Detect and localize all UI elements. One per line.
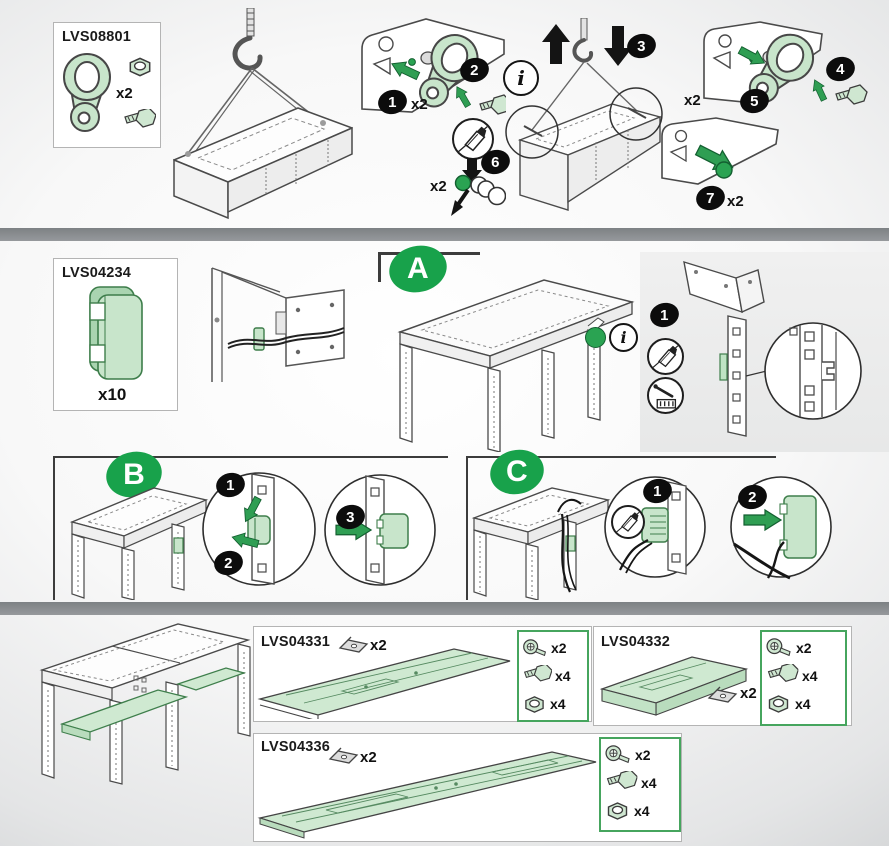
- hardware-row: x2: [765, 634, 845, 662]
- panel-a-detail: 1: [640, 252, 889, 452]
- kit-code: LVS04336: [261, 739, 331, 755]
- plate-lvs04331: [257, 648, 511, 719]
- flange-nut-icon: [765, 693, 792, 715]
- step7-panel: [661, 117, 779, 185]
- corner-panel-a: [683, 260, 771, 437]
- bracket-qty: x2: [370, 637, 387, 654]
- bracket-icon: [707, 685, 739, 705]
- frame-a-left: [378, 252, 381, 282]
- hex-bolt-icon: [522, 665, 552, 688]
- qty-steps-1-2: x2: [411, 96, 428, 113]
- double-enclosure: [39, 623, 251, 785]
- magnifier-c1: [604, 476, 706, 578]
- flange-nut-icon: [522, 694, 547, 715]
- hinge-wiring-detail: [211, 267, 345, 382]
- flange-screw-icon: [765, 637, 793, 659]
- hardware-row: x4: [765, 690, 845, 718]
- enclosure-c: [471, 487, 611, 600]
- cutter-icon: [647, 338, 684, 375]
- enclosure-a: [397, 279, 635, 452]
- hardware-row: x4: [522, 662, 587, 690]
- step45-panel: [703, 21, 868, 114]
- kit-box-lvs04234: LVS04234 x10: [53, 258, 178, 411]
- enclosure-b: [69, 487, 209, 600]
- plate-lvs04336: [257, 751, 597, 839]
- kit-code: LVS04332: [601, 634, 671, 650]
- kit-box-lvs08801: LVS08801 x2: [53, 22, 161, 148]
- info-icon-lifting: i: [503, 60, 539, 96]
- flange-screw-icon: [604, 744, 632, 766]
- magnifier-b2: [324, 474, 436, 586]
- frame-b-left: [53, 456, 55, 600]
- kit-box-lvs04331: LVS04331 x2 x2 x4 x4: [253, 626, 592, 722]
- plug-part: [451, 174, 506, 216]
- joining-clip-part: [89, 286, 143, 380]
- frame-c-left: [466, 456, 468, 600]
- kit-code: LVS04331: [261, 634, 331, 650]
- frame-c-top: [466, 456, 776, 458]
- hardware-row: x4: [604, 797, 679, 825]
- hardware-box: x2 x4 x4: [517, 630, 589, 722]
- info-icon-a: i: [609, 323, 638, 352]
- lifting-scene: [173, 8, 353, 220]
- hex-bolt-icon: [604, 771, 638, 796]
- kit-qty: x10: [98, 385, 127, 404]
- qty-steps-4-5: x2: [684, 92, 701, 109]
- step12-panel: [361, 18, 506, 118]
- qty-step-6: x2: [430, 178, 447, 195]
- clip-location-dot: [585, 327, 606, 348]
- hardware-row: x4: [604, 769, 679, 797]
- hardware-row: x2: [522, 634, 587, 662]
- lifting-lug-part: [63, 53, 111, 132]
- qty-step-7: x2: [727, 193, 744, 210]
- hardware-row: x2: [604, 741, 679, 769]
- hoist-scene: [505, 18, 663, 211]
- cutter-icon: [611, 505, 645, 539]
- kit-box-lvs04332: LVS04332 x2 x2 x4 x4: [593, 626, 852, 726]
- flange-nut-icon: [604, 800, 631, 822]
- hardware-box: x2 x4 x4: [599, 737, 681, 832]
- section-divider-2: [0, 602, 889, 615]
- kit-code: LVS08801: [62, 29, 132, 45]
- flange-screw-icon: [522, 638, 548, 659]
- magnifier-a: [764, 322, 862, 420]
- hardware-box: x2 x4 x4: [760, 630, 847, 726]
- hex-bolt-icon: [765, 664, 799, 689]
- file-icon: [647, 377, 684, 414]
- kit-qty: x2: [116, 85, 133, 102]
- hardware-row: x4: [522, 690, 587, 718]
- kit-code: LVS04234: [62, 265, 132, 281]
- bracket-qty: x2: [360, 749, 377, 766]
- hardware-row: x4: [765, 662, 845, 690]
- plate-lvs04332: [599, 656, 749, 716]
- kit-box-lvs04336: LVS04336 x2 x2 x4 x4: [253, 733, 682, 842]
- bracket-qty: x2: [740, 685, 757, 702]
- frame-b-top: [53, 456, 448, 458]
- section-divider-1: [0, 228, 889, 241]
